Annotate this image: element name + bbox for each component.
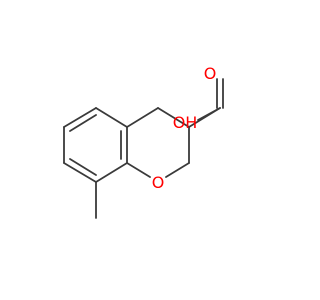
bond-aromatic-5 (63, 162, 97, 183)
structure-canvas: O O OH (63, 64, 224, 219)
bond-aromatic-2 (95, 107, 128, 128)
bond-aromatic-4 (95, 162, 128, 183)
bond-aromatic-inner-3 (69, 158, 97, 176)
bond-o1-c8a (126, 162, 151, 178)
bond-aromatic-1 (63, 107, 97, 128)
bond-aromatic-inner-1 (69, 114, 97, 132)
bond-c2-o1 (165, 162, 190, 178)
bond-c4a-c4 (126, 107, 159, 128)
molecule-drawing: O O OH (63, 64, 224, 219)
bond-c-oh (197, 107, 221, 121)
ring-oxygen-label: O (152, 173, 165, 192)
bond-c4-c3 (157, 107, 190, 128)
carbonyl-oxygen-label: O (204, 64, 217, 83)
hydroxyl-label: OH (173, 113, 198, 132)
